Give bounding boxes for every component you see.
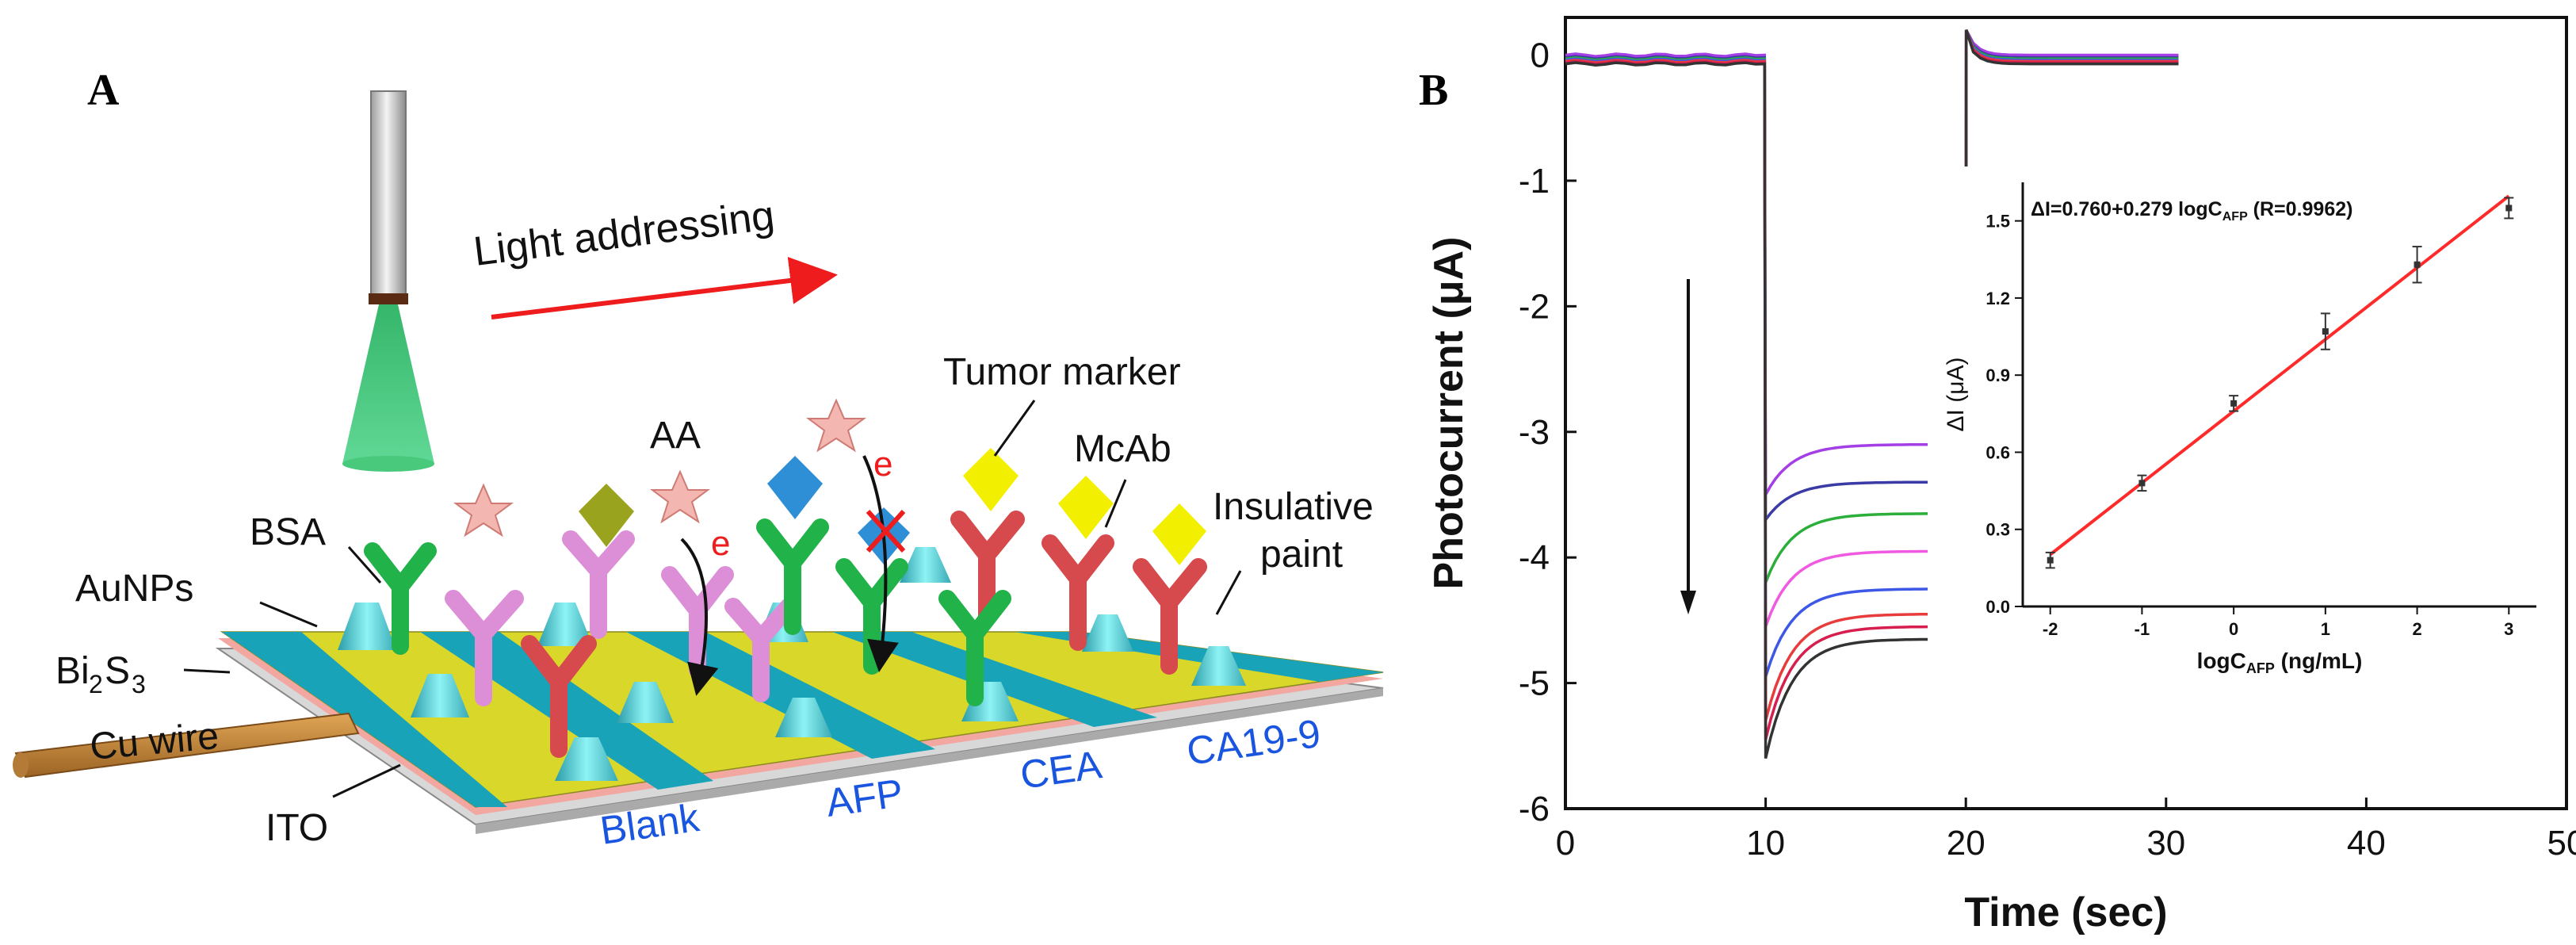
cu-wire-icon — [13, 712, 360, 779]
inset-x-tick-label: -1 — [2135, 619, 2150, 639]
bsa-cones — [338, 547, 1246, 781]
x-tick-label: 20 — [1947, 824, 1986, 863]
x-tick-label: 30 — [2146, 824, 2185, 863]
aunps-label: AuNPs — [75, 568, 193, 610]
tumor-markers — [579, 448, 1206, 565]
data-point — [2322, 328, 2329, 335]
x-axis-label: Time (sec) — [1964, 890, 2167, 935]
bsa-label: BSA — [250, 511, 326, 553]
svg-text:Bi: Bi — [55, 650, 90, 692]
pink-antibody-icon — [445, 530, 797, 706]
y-tick-label: -6 — [1519, 790, 1550, 828]
leader-lines — [183, 400, 1242, 798]
panel-a-schematic: A — [13, 66, 1384, 853]
x-tick-label: 50 — [2547, 824, 2576, 863]
laser-beam-icon — [342, 304, 434, 464]
insulative-label: Insulative — [1213, 486, 1374, 528]
svg-text:3: 3 — [132, 670, 146, 698]
inset-marks — [2045, 194, 2514, 569]
y-tick-label: 0 — [1531, 36, 1550, 75]
inset-x-axis-label: logCAFP (ng/mL) — [2197, 648, 2363, 676]
electron-label: e — [711, 524, 730, 563]
x-tick-label: 40 — [2347, 824, 2386, 863]
ito-label: ITO — [266, 807, 328, 849]
trend-arrow-head-icon — [1680, 591, 1696, 614]
x-tick-label: 0 — [1556, 824, 1575, 863]
inset-x-tick-label: -2 — [2043, 619, 2058, 639]
blocked-transfer-icon — [866, 509, 906, 553]
svg-text:S: S — [105, 650, 130, 692]
panel-a-label: A — [87, 66, 120, 115]
y-tick-label: -4 — [1519, 538, 1550, 577]
fit-equation-label: ΔI=0.760+0.279 logCAFP (R=0.9962) — [2031, 198, 2352, 224]
data-point — [2505, 205, 2513, 212]
inset-x-tick-label: 1 — [2321, 619, 2330, 639]
main-series — [1565, 29, 2179, 759]
tumor-marker-label: Tumor marker — [943, 351, 1181, 393]
cu-wire-label: Cu wire — [88, 715, 220, 768]
y-tick-label: -1 — [1519, 162, 1550, 201]
photocurrent-series-line — [1565, 29, 2179, 759]
antibodies — [364, 511, 1207, 758]
svg-text:2: 2 — [89, 670, 103, 698]
inset-x-tick-label: 2 — [2412, 619, 2421, 639]
y-tick-label: -5 — [1519, 664, 1550, 703]
data-point — [2138, 480, 2146, 487]
inset-y-tick-label: 1.2 — [1986, 289, 2010, 308]
plot-frame — [1564, 16, 2568, 810]
inset-y-tick-label: 0.9 — [1986, 365, 2010, 385]
panel-b-chart: B 010203040500-1-2-3-4-5-6 Photocurrent … — [1419, 0, 2576, 945]
green-antibody-icon — [756, 518, 1011, 706]
data-point — [2047, 557, 2054, 564]
y-tick-label: -3 — [1519, 413, 1550, 452]
inset-x-tick-label: 3 — [2504, 619, 2513, 639]
blue-marker-icon — [767, 456, 823, 519]
panel-b-label: B — [1419, 66, 1449, 115]
data-point — [2414, 261, 2421, 268]
channel-label-cea: CEA — [1018, 742, 1105, 798]
data-point — [2230, 400, 2238, 407]
inset-y-axis-label: ΔI (μA) — [1943, 358, 1969, 432]
red-antibody-icon — [521, 511, 1207, 758]
channel-label-afp: AFP — [824, 771, 906, 825]
inset-y-tick-label: 0.6 — [1986, 442, 2010, 462]
electron-arrow-icon — [862, 455, 899, 672]
photocurrent-series-line — [1565, 29, 2179, 500]
electron-arrow-icon — [680, 538, 719, 696]
optical-fiber-icon — [342, 90, 434, 472]
inset-axes: -2 -1 0 1 2 3 0.0 0.3 0.6 0.9 1.2 1.5 — [1986, 182, 2536, 639]
inset-x-tick-label: 0 — [2229, 619, 2238, 639]
photocurrent-chart: 010203040500-1-2-3-4-5-6 Photocurrent (μ… — [1427, 16, 2576, 935]
yellow-marker-icon — [963, 448, 1019, 511]
y-tick-label: -2 — [1519, 287, 1550, 326]
olive-marker-icon — [579, 484, 634, 547]
main-axes: 010203040500-1-2-3-4-5-6 — [1519, 16, 2576, 863]
fit-line — [2049, 194, 2510, 557]
paint-label: paint — [1260, 534, 1343, 576]
inset-y-tick-label: 0.3 — [1986, 520, 2010, 540]
light-addressing-arrow-icon — [491, 257, 838, 319]
mcab-label: McAb — [1074, 428, 1171, 470]
electron-label: e — [873, 445, 892, 484]
x-tick-label: 10 — [1746, 824, 1785, 863]
electrode-schematic: Light addressing — [13, 90, 1384, 853]
y-axis-label: Photocurrent (μA) — [1427, 237, 1472, 590]
bi2s3-label: Bi 2 S 3 — [55, 650, 146, 698]
aa-label: AA — [650, 415, 701, 457]
ascorbic-acid-icons — [453, 398, 866, 538]
inset-y-tick-label: 0.0 — [1986, 597, 2010, 617]
light-addressing-label: Light addressing — [471, 193, 777, 275]
inset-calibration-plot: -2 -1 0 1 2 3 0.0 0.3 0.6 0.9 1.2 1.5 ΔI (μA) logCA… — [1928, 166, 2552, 686]
inset-y-tick-label: 1.5 — [1986, 212, 2010, 231]
bsa-antibody-icon — [364, 542, 437, 655]
